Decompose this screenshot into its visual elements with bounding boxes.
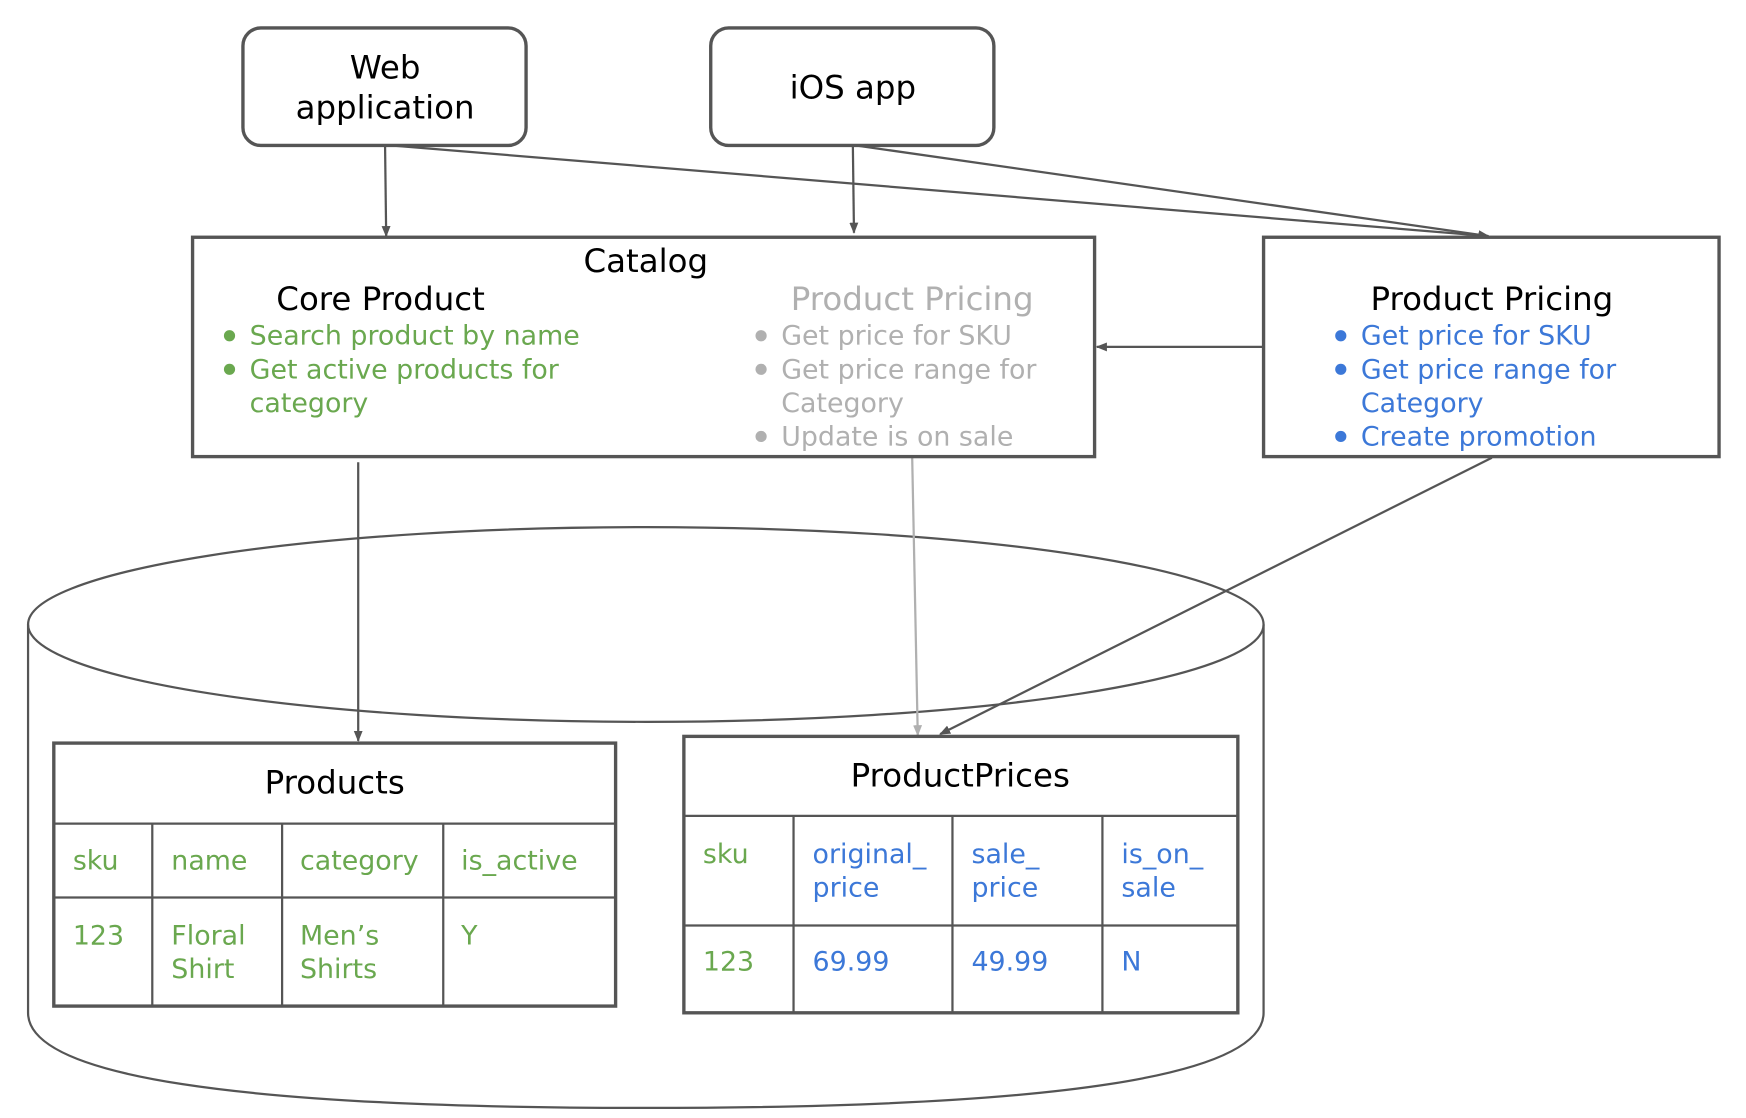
table-cell: Shirts bbox=[300, 954, 377, 985]
table-cell: sku bbox=[703, 839, 749, 870]
products-table: Products sku name category is_active 123 Flor… bbox=[52, 741, 618, 1008]
list-item-text: Create promotion bbox=[1361, 421, 1597, 452]
list-item-text: Update is on sale bbox=[781, 421, 1013, 452]
arrow-ios-to-pricing bbox=[856, 144, 1490, 240]
list-item-text: Category bbox=[781, 388, 904, 419]
table-cell: Y bbox=[460, 921, 478, 952]
table-cell: is_on_ bbox=[1121, 839, 1203, 870]
table-cell: sale_ bbox=[971, 839, 1039, 870]
list-item-text: Get price range for bbox=[1361, 354, 1617, 385]
list-item-text: Get active products for bbox=[250, 354, 560, 385]
bullet-icon bbox=[223, 330, 236, 342]
arrow-ios-to-catalog bbox=[849, 145, 859, 234]
web-label-line2: application bbox=[296, 89, 475, 127]
table-cell: 123 bbox=[73, 921, 124, 952]
table-cell: category bbox=[300, 846, 419, 877]
table-cell: Floral bbox=[171, 921, 245, 952]
list-item-text: Get price range for bbox=[781, 354, 1037, 385]
arrow-web-to-pricing bbox=[391, 144, 1490, 240]
table-cell: price bbox=[971, 872, 1038, 903]
cylinder-top bbox=[26, 525, 1265, 723]
cylinder-body bbox=[26, 624, 1265, 1110]
products-table-title: Products bbox=[265, 763, 405, 801]
legacy-pricing-title: Product Pricing bbox=[791, 280, 1034, 318]
table-cell: Men’s bbox=[300, 921, 379, 952]
table-cell: sale bbox=[1121, 872, 1175, 903]
table-cell: price bbox=[813, 872, 880, 903]
pricing-service-title: Product Pricing bbox=[1370, 280, 1613, 318]
catalog-service: Catalog Core Product Search product by n… bbox=[190, 235, 1097, 459]
arrow-pricing-to-prices bbox=[939, 456, 1493, 736]
catalog-title: Catalog bbox=[584, 242, 709, 280]
prices-table-title: ProductPrices bbox=[851, 757, 1070, 795]
table-cell: 49.99 bbox=[971, 946, 1048, 977]
list-item-text: Get price for SKU bbox=[1361, 321, 1592, 352]
ios-app-node: iOS app bbox=[709, 26, 996, 148]
table-cell: name bbox=[171, 846, 247, 877]
bullet-icon bbox=[755, 330, 767, 342]
table-cell: original_ bbox=[813, 839, 927, 870]
database-cylinder bbox=[26, 525, 1265, 1110]
table-cell: 69.99 bbox=[813, 946, 890, 977]
table-cell: N bbox=[1121, 946, 1141, 977]
list-item-text: Category bbox=[1361, 388, 1484, 419]
arrow-web-to-catalog bbox=[381, 145, 391, 238]
bullet-icon bbox=[223, 363, 236, 375]
bullet-icon bbox=[755, 430, 767, 443]
bullet-icon bbox=[1335, 330, 1347, 342]
table-cell: Shirt bbox=[171, 954, 234, 985]
ios-label: iOS app bbox=[790, 68, 917, 106]
web-application-node: Web application bbox=[241, 26, 528, 148]
table-cell: sku bbox=[73, 846, 119, 877]
core-product-title: Core Product bbox=[276, 280, 485, 318]
arrow-legacy-pricing-to-prices bbox=[911, 456, 923, 737]
table-cell: 123 bbox=[703, 946, 754, 977]
bullet-icon bbox=[755, 363, 767, 375]
bullet-icon bbox=[1335, 363, 1347, 375]
table-cell: is_active bbox=[461, 846, 577, 877]
list-item-text: Search product by name bbox=[250, 321, 580, 352]
web-label-line1: Web bbox=[350, 48, 421, 86]
list-item-text: Get price for SKU bbox=[781, 321, 1012, 352]
connectors bbox=[353, 144, 1493, 742]
bullet-icon bbox=[1335, 430, 1347, 443]
list-item-text: category bbox=[250, 388, 369, 419]
